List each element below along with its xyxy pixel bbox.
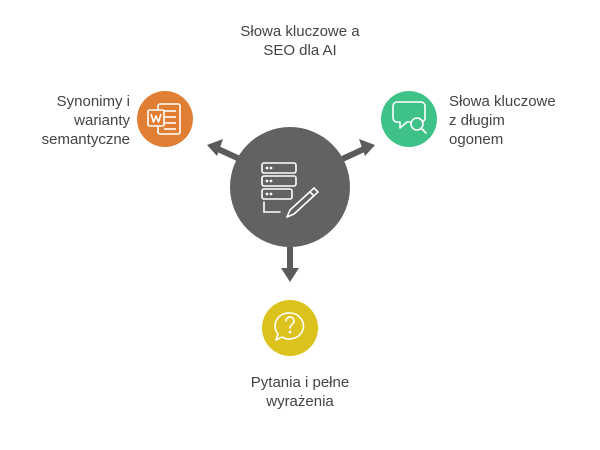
title-line-2: SEO dla AI [263,42,337,59]
node-questions-label: Pytania i pełne wyrażenia [190,373,410,411]
label-line: wyrażenia [266,393,334,410]
node-questions [262,300,318,356]
node-long-tail [381,91,437,147]
diagram-title: Słowa kluczowe a SEO dla AI [200,22,400,60]
title-line-1: Słowa kluczowe a [240,23,360,40]
label-line: Słowa kluczowe [449,93,556,110]
label-line: ogonem [449,131,504,148]
node-synonyms [137,91,193,147]
server-pencil-icon [261,162,319,218]
label-line: z długim [449,112,505,129]
label-line: warianty [74,112,130,129]
word-document-icon [147,103,181,135]
label-line: Synonimy i [56,93,130,110]
arrow-to-right [336,139,375,164]
node-synonyms-label: Synonimy i warianty semantyczne [22,92,130,149]
node-long-tail-label: Słowa kluczowe z długim ogonem [449,92,589,149]
center-hub [230,127,350,247]
label-line: semantyczne [41,131,130,148]
chat-search-icon [392,101,427,134]
label-line: Pytania i pełne [250,374,350,391]
question-bubble-icon [274,312,305,341]
